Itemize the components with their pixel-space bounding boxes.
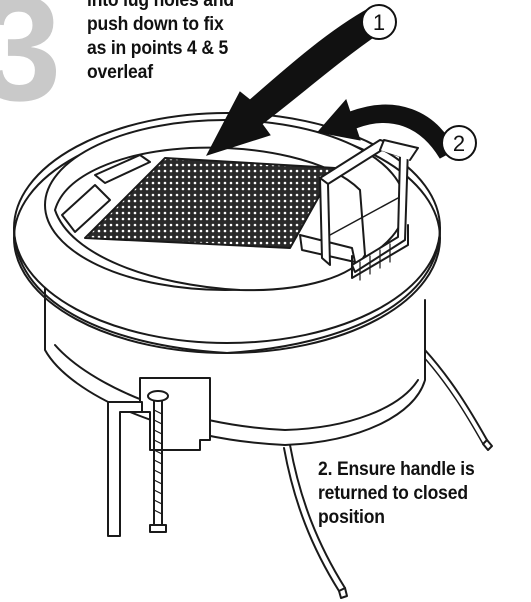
step-number: 3 bbox=[0, 0, 61, 132]
cable-right-inner bbox=[420, 353, 484, 445]
top-instruction-line: push down to fix bbox=[87, 13, 224, 35]
mounting-bracket bbox=[139, 377, 211, 451]
cable-bottom bbox=[289, 444, 346, 589]
close-handle-arrow bbox=[317, 99, 456, 159]
top-instruction-line: as in points 4 & 5 bbox=[87, 37, 229, 59]
bottom-instruction-line: position bbox=[318, 506, 385, 528]
callout-1: 1 bbox=[361, 4, 397, 40]
unit-drawing bbox=[13, 112, 493, 599]
top-instruction-text: into lug holes and push down to fix as i… bbox=[87, 0, 234, 84]
top-instruction-line: overleaf bbox=[87, 61, 153, 83]
cable-right bbox=[424, 349, 488, 441]
callout-2: 2 bbox=[441, 125, 477, 161]
bottom-instruction-line: 2. Ensure handle is bbox=[318, 458, 475, 480]
callout-1-label: 1 bbox=[373, 10, 385, 35]
callout-2-label: 2 bbox=[453, 131, 465, 156]
top-instruction-line: into lug holes and bbox=[87, 0, 234, 11]
bottom-instruction-text: 2. Ensure handle is returned to closed p… bbox=[318, 457, 475, 529]
push-down-arrow bbox=[205, 7, 379, 156]
bottom-instruction-line: returned to closed bbox=[318, 482, 468, 504]
